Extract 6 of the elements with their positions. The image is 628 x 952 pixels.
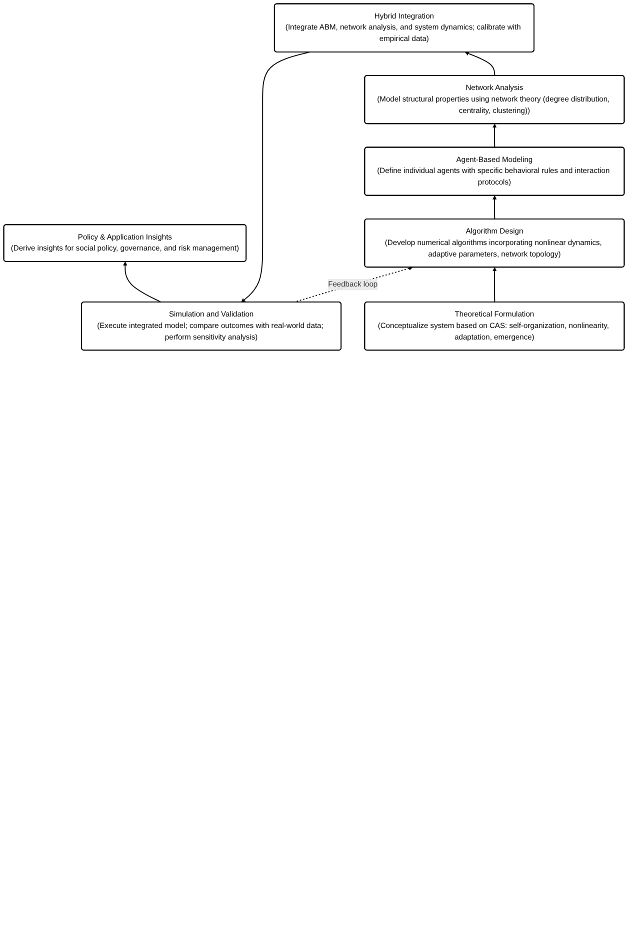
arrow — [464, 52, 496, 76]
arrow — [492, 124, 497, 148]
arrow — [492, 195, 497, 220]
arrow — [241, 52, 310, 302]
arrow — [123, 262, 162, 303]
arrow — [492, 267, 497, 303]
